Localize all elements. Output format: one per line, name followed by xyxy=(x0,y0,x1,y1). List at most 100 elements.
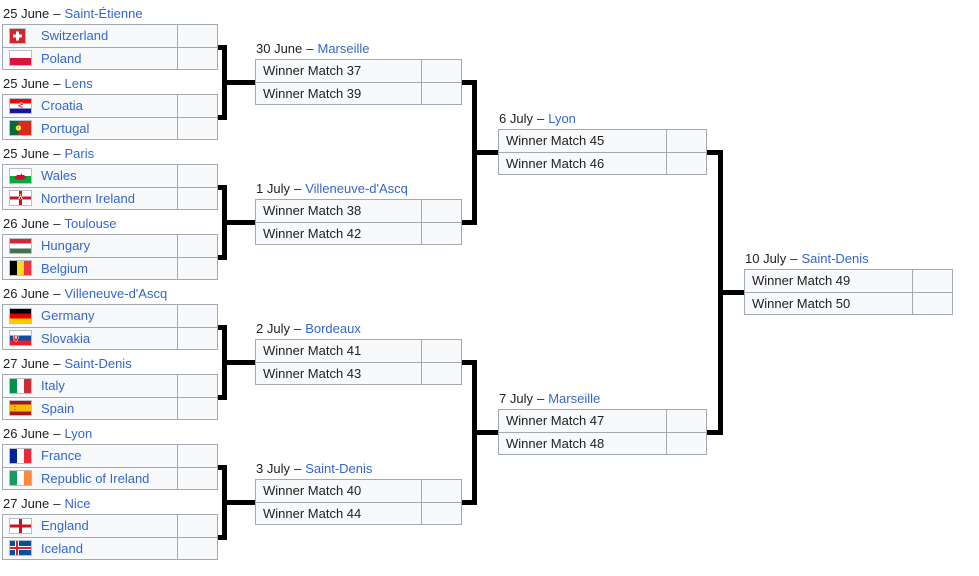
team-cell: Belgium xyxy=(3,257,177,279)
team-link[interactable]: Poland xyxy=(41,50,82,66)
match-date: 2 July xyxy=(256,321,290,336)
score-cell xyxy=(178,165,217,187)
bracket-connector xyxy=(477,430,498,435)
city-link[interactable]: Toulouse xyxy=(64,216,117,231)
match-header-round-of-16-3: 25 June–Paris xyxy=(3,145,94,162)
date-city-separator: – xyxy=(293,181,302,196)
team-link[interactable]: Slovakia xyxy=(41,330,91,346)
bracket-connector xyxy=(222,465,227,540)
match-quarter-finals-1: Winner Match 37 Winner Match 39 xyxy=(255,59,462,105)
match-header-semi-finals-1: 6 July–Lyon xyxy=(499,110,576,127)
city-link[interactable]: Lens xyxy=(64,76,93,91)
bracket-connector xyxy=(222,185,227,260)
city-link[interactable]: Marseille xyxy=(548,391,601,406)
match-date: 10 July xyxy=(745,251,787,266)
date-city-separator: – xyxy=(53,76,61,91)
bracket-connector xyxy=(227,500,255,505)
team-cell: France xyxy=(3,445,177,467)
team-link[interactable]: Croatia xyxy=(41,98,83,114)
city-link[interactable]: Paris xyxy=(64,146,95,161)
team-cell: Winner Match 50 xyxy=(745,292,912,314)
bracket-connector xyxy=(227,360,255,365)
team-link[interactable]: Wales xyxy=(41,168,77,184)
score-cell xyxy=(422,82,461,104)
match-date: 6 July xyxy=(499,111,533,126)
score-cell xyxy=(178,305,217,327)
team-link[interactable]: Germany xyxy=(41,308,95,324)
team-link[interactable]: France xyxy=(41,448,82,464)
city-link[interactable]: Saint-Étienne xyxy=(64,6,143,21)
team-link[interactable]: Switzerland xyxy=(41,28,109,44)
team-cell: Winner Match 44 xyxy=(256,502,421,524)
bracket-connector xyxy=(222,45,227,120)
score-cell xyxy=(178,187,217,209)
city-link[interactable]: Nice xyxy=(64,496,91,511)
germany-flag-icon xyxy=(9,307,33,324)
city-link[interactable]: Saint-Denis xyxy=(64,356,132,371)
team-cell: Winner Match 41 xyxy=(256,340,421,362)
bracket-connector xyxy=(462,500,477,505)
score-cell xyxy=(178,117,217,139)
team-cell: Portugal xyxy=(3,117,177,139)
match-header-quarter-finals-3: 2 July–Bordeaux xyxy=(256,320,361,337)
team-cell: Croatia xyxy=(3,95,177,117)
team-cell: Winner Match 37 xyxy=(256,60,421,82)
winner-placeholder-label: Winner Match 39 xyxy=(263,85,362,101)
team-link[interactable]: Republic of Ireland xyxy=(41,470,150,486)
team-cell: Italy xyxy=(3,375,177,397)
republic-of-ireland-flag-icon xyxy=(9,470,33,487)
bracket-connector xyxy=(707,430,723,435)
team-link[interactable]: Hungary xyxy=(41,238,91,254)
date-city-separator: – xyxy=(306,41,314,56)
match-header-round-of-16-2: 25 June–Lens xyxy=(3,75,93,92)
match-date: 26 June xyxy=(3,286,50,301)
score-cell xyxy=(178,537,217,559)
city-link[interactable]: Lyon xyxy=(548,111,576,126)
city-link[interactable]: Bordeaux xyxy=(305,321,361,336)
team-link[interactable]: Spain xyxy=(41,400,75,416)
match-header-round-of-16-4: 26 June–Toulouse xyxy=(3,215,117,232)
italy-flag-icon xyxy=(9,377,33,394)
city-link[interactable]: Marseille xyxy=(317,41,370,56)
northern-ireland-flag-icon xyxy=(9,190,33,207)
poland-flag-icon xyxy=(9,50,33,67)
bracket-connector xyxy=(222,325,227,400)
city-link[interactable]: Villeneuve-d'Ascq xyxy=(305,181,408,196)
team-link[interactable]: Italy xyxy=(41,378,65,394)
france-flag-icon xyxy=(9,447,33,464)
team-link[interactable]: Portugal xyxy=(41,120,90,136)
date-city-separator: – xyxy=(293,321,302,336)
score-cell xyxy=(178,25,217,47)
bracket-connector xyxy=(723,290,744,295)
score-cell xyxy=(178,95,217,117)
team-cell: Winner Match 45 xyxy=(499,130,666,152)
score-cell xyxy=(178,235,217,257)
city-link[interactable]: Villeneuve-d'Ascq xyxy=(64,286,168,301)
team-link[interactable]: Belgium xyxy=(41,260,88,276)
city-link[interactable]: Lyon xyxy=(64,426,93,441)
city-link[interactable]: Saint-Denis xyxy=(801,251,869,266)
score-cell xyxy=(913,270,952,292)
date-city-separator: – xyxy=(53,6,61,21)
team-cell: Switzerland xyxy=(3,25,177,47)
score-cell xyxy=(667,432,706,454)
winner-placeholder-label: Winner Match 41 xyxy=(263,343,362,359)
team-link[interactable]: Northern Ireland xyxy=(41,190,135,206)
winner-placeholder-label: Winner Match 45 xyxy=(506,133,605,149)
team-link[interactable]: Iceland xyxy=(41,540,83,556)
team-cell: Wales xyxy=(3,165,177,187)
team-cell: Northern Ireland xyxy=(3,187,177,209)
score-cell xyxy=(422,362,461,384)
match-date: 3 July xyxy=(256,461,290,476)
team-cell: Poland xyxy=(3,47,177,69)
city-link[interactable]: Saint-Denis xyxy=(305,461,373,476)
winner-placeholder-label: Winner Match 50 xyxy=(752,295,851,311)
team-cell: Winner Match 46 xyxy=(499,152,666,174)
team-link[interactable]: England xyxy=(41,518,89,534)
